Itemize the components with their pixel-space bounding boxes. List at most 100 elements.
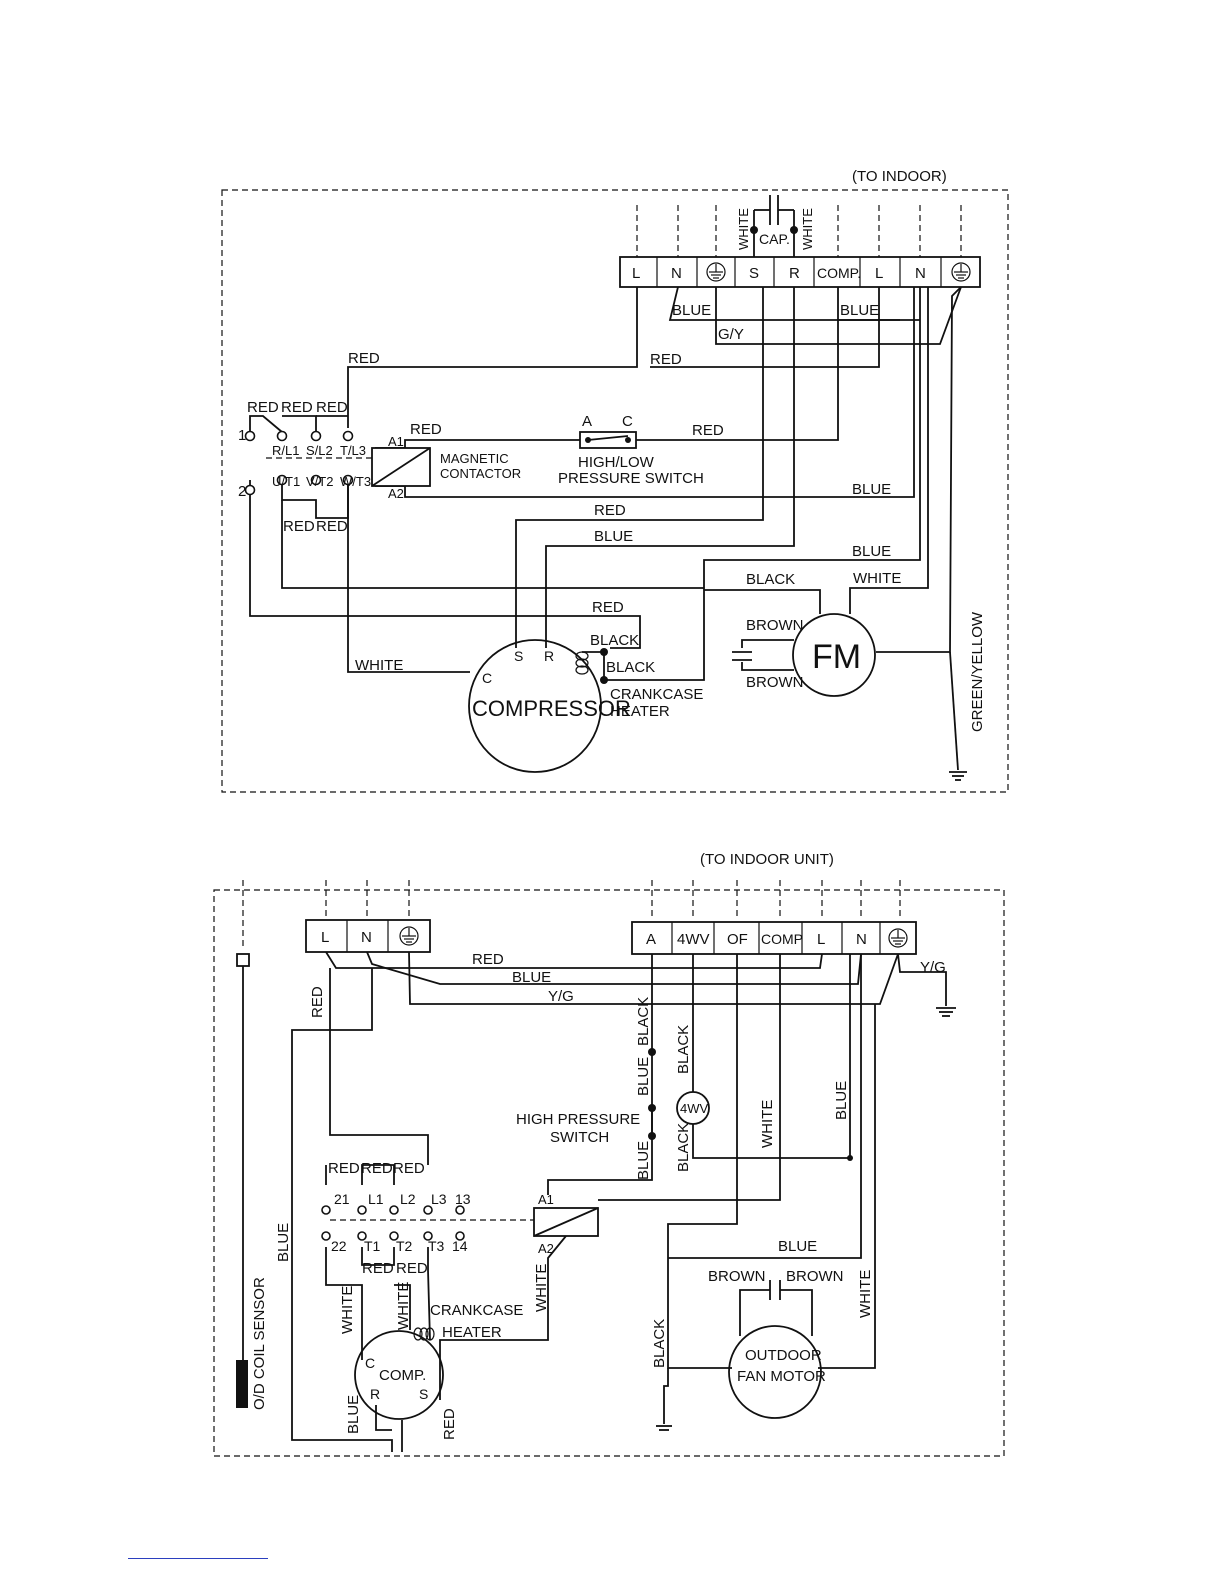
wire-label-black: BLACK: [675, 1123, 692, 1172]
high-low-label: HIGH/LOW: [578, 454, 655, 471]
terminal-wt3: W/T3: [340, 474, 371, 489]
comp-label: COMP.: [379, 1367, 426, 1384]
terminal-l: L: [632, 265, 640, 282]
diagram-1-wire-labels: RED RED BLUE BLUE G/Y RED RED RED RED RE…: [247, 302, 986, 732]
terminal-tl3: T/L3: [340, 443, 366, 458]
to-indoor-unit-label: (TO INDOOR UNIT): [700, 851, 834, 868]
wire-label-red: RED: [650, 351, 682, 368]
wire-label-red: RED: [316, 399, 348, 416]
wire-label-blue: BLUE: [778, 1238, 817, 1255]
crankcase-label: CRANKCASE: [430, 1302, 523, 1319]
white-wire-label: WHITE: [736, 208, 751, 250]
compressor-s-label: S: [514, 648, 523, 664]
wire-label-blue: BLUE: [635, 1057, 652, 1096]
compressor-c-label: C: [482, 670, 492, 686]
heater-label: HEATER: [610, 703, 670, 720]
crankcase-label: CRANKCASE: [610, 686, 703, 703]
wire-label-white: WHITE: [857, 1270, 874, 1318]
contact-t3-label: T3: [428, 1238, 445, 1254]
wire-label-black: BLACK: [651, 1319, 668, 1368]
wire-label-red: RED: [441, 1408, 458, 1440]
high-low-pressure-switch: A C HIGH/LOW PRESSURE SWITCH: [558, 413, 704, 487]
outdoor-fan-motor: OUTDOOR FAN MOTOR: [728, 1280, 826, 1419]
ground-terminal-icon: [888, 928, 908, 948]
wire-label-white: WHITE: [853, 570, 901, 587]
terminal-sl2: S/L2: [306, 443, 333, 458]
diagram-2-outdoor-wiring: (TO INDOOR UNIT) L N: [213, 851, 1005, 1457]
diagram-1-border: [221, 189, 1009, 793]
crankcase-heater-2: CRANKCASE HEATER: [413, 1302, 523, 1341]
wire-label-red: RED: [692, 422, 724, 439]
ground-terminal-icon: [706, 262, 726, 282]
contact-13-label: 13: [455, 1191, 471, 1207]
wire-label-blue: BLUE: [840, 302, 879, 319]
terminal-r: R: [789, 265, 800, 282]
contact-22-label: 22: [331, 1238, 347, 1254]
magnetic-contactor: 1 2 R/L1 S/L2 T/L3 U/T1 V/T2 W/T3 A1 A2 …: [238, 427, 521, 501]
wire-label-blue: BLUE: [512, 969, 551, 986]
compressor-label: COMPRESSOR: [472, 696, 631, 721]
terminal-n: N: [361, 929, 372, 946]
wire-label-brown: BROWN: [746, 617, 804, 634]
four-way-valve-label: 4WV: [680, 1101, 709, 1116]
terminal-s: S: [749, 265, 759, 282]
contact-21-label: 21: [334, 1191, 350, 1207]
fan-motor-label: FM: [812, 638, 861, 676]
wire-label-white: WHITE: [533, 1264, 550, 1312]
terminal-of: OF: [727, 931, 748, 948]
contact-t1-label: T1: [364, 1238, 381, 1254]
terminal-ut1: U/T1: [272, 474, 300, 489]
od-coil-sensor-label: O/D COIL SENSOR: [251, 1277, 268, 1410]
high-pressure-label: HIGH PRESSURE: [516, 1111, 640, 1128]
run-capacitor: CAP. WHITE WHITE: [736, 195, 815, 257]
wire-label-blue: BLUE: [275, 1223, 292, 1262]
wire-label-black: BLACK: [746, 571, 795, 588]
switch-a-label: A: [582, 413, 592, 430]
compressor-r-label: R: [544, 648, 554, 664]
comp-c-label: C: [365, 1355, 375, 1371]
terminal-l2: L: [875, 265, 883, 282]
wire-label-brown: BROWN: [708, 1268, 766, 1285]
wire-label-brown: BROWN: [746, 674, 804, 691]
contactor-label: CONTACTOR: [440, 466, 521, 481]
comp-s-label: S: [419, 1386, 428, 1402]
four-way-valve: 4WV: [676, 1091, 710, 1125]
wire-label-blue: BLUE: [594, 528, 633, 545]
wire-label-yg: Y/G: [920, 959, 946, 976]
wire-label-red: RED: [361, 1160, 393, 1177]
wire-label-red: RED: [410, 421, 442, 438]
white-wire-label: WHITE: [800, 208, 815, 250]
to-indoor-label: (TO INDOOR): [852, 168, 947, 185]
compressor: COMPRESSOR C S R: [468, 639, 631, 773]
coil-a1-label: A1: [388, 434, 404, 449]
magnetic-label: MAGNETIC: [440, 451, 509, 466]
wire-label-red: RED: [316, 518, 348, 535]
capacitor-label: CAP.: [759, 231, 790, 247]
wire-label-red: RED: [247, 399, 279, 416]
wire-label-red: RED: [283, 518, 315, 535]
wire-label-white: WHITE: [759, 1100, 776, 1148]
terminal-comp: COMP.: [817, 265, 861, 281]
fan-motor: FM: [732, 613, 876, 697]
coil-a1-label: A1: [538, 1192, 554, 1207]
terminal-comp: COMP: [761, 931, 803, 947]
diagram-1-outdoor-wiring: (TO INDOOR) L N: [221, 168, 1009, 793]
terminal-n2: N: [915, 265, 926, 282]
wire-label-red: RED: [348, 350, 380, 367]
compressor-2: COMP. C R S: [354, 1330, 444, 1431]
contact-1-label: 1: [238, 427, 246, 444]
terminal-a: A: [646, 931, 656, 948]
wire-label-black: BLACK: [675, 1025, 692, 1074]
indoor-unit-lead-lines: [242, 880, 901, 950]
contactor-2: 21 L1 L2 L3 13 22 T1 T2 T3 14 A1 A2: [321, 1191, 599, 1256]
high-pressure-switch: HIGH PRESSURE SWITCH: [516, 1048, 656, 1146]
wire-label-black: BLACK: [635, 997, 652, 1046]
wire-label-white: WHITE: [339, 1286, 356, 1334]
terminal-block-right: A 4WV OF COMP L N: [631, 921, 917, 955]
coil-a2-label: A2: [388, 486, 404, 501]
terminal-4wv: 4WV: [677, 931, 710, 948]
wire-label-black: BLACK: [590, 632, 639, 649]
wire-label-white: WHITE: [355, 657, 403, 674]
outdoor-label: OUTDOOR: [745, 1347, 822, 1364]
wire-label-red: RED: [472, 951, 504, 968]
